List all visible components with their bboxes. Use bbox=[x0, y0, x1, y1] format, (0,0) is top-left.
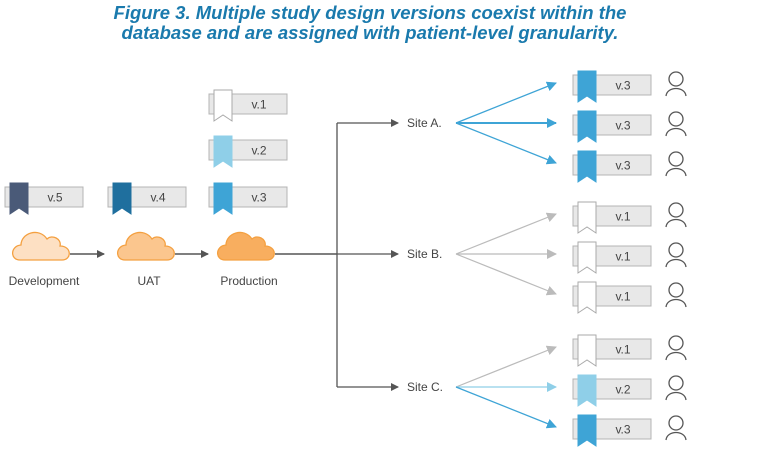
version-tag-development: v.5 bbox=[4, 182, 84, 215]
patient-version-tag-site1-2: v.1 bbox=[572, 281, 652, 314]
person-icon-site0-0 bbox=[665, 71, 687, 97]
env-label-production: Production bbox=[220, 274, 277, 288]
bookmark-icon bbox=[577, 281, 597, 314]
person-body bbox=[665, 431, 687, 441]
production-version-tag-2: v.2 bbox=[208, 135, 288, 168]
version-label: v.3 bbox=[615, 119, 630, 133]
figure-title: Figure 3. Multiple study design versions… bbox=[0, 3, 740, 43]
patient-version-tag-site2-0: v.1 bbox=[572, 334, 652, 367]
person-body bbox=[665, 167, 687, 177]
version-tag-uat: v.4 bbox=[107, 182, 187, 215]
bookmark-icon bbox=[112, 182, 132, 215]
version-label: v.1 bbox=[615, 210, 630, 224]
figure-title-line-2: database and are assigned with patient-l… bbox=[121, 22, 619, 43]
bookmark-icon bbox=[577, 414, 597, 447]
version-label: v.1 bbox=[615, 250, 630, 264]
bookmark-icon bbox=[577, 70, 597, 103]
patient-arrow-site2-2 bbox=[455, 386, 557, 429]
person-icon-site0-2 bbox=[665, 151, 687, 177]
version-tag-production: v.3 bbox=[208, 182, 288, 215]
patient-arrow-site1-0 bbox=[455, 212, 557, 255]
person-icon-site1-2 bbox=[665, 282, 687, 308]
bookmark-icon bbox=[577, 334, 597, 367]
person-icon-site2-2 bbox=[665, 415, 687, 441]
version-label: v.3 bbox=[251, 191, 266, 205]
person-body bbox=[665, 87, 687, 97]
patient-arrow-site0-0 bbox=[455, 81, 557, 124]
person-icon-site2-1 bbox=[665, 375, 687, 401]
patient-arrow-site0-2 bbox=[455, 122, 557, 165]
person-body bbox=[665, 351, 687, 361]
person-head bbox=[668, 415, 684, 431]
version-label: v.3 bbox=[615, 423, 630, 437]
env-label-uat: UAT bbox=[137, 274, 161, 288]
bookmark-icon bbox=[577, 374, 597, 407]
patient-version-tag-site1-1: v.1 bbox=[572, 241, 652, 274]
site-label-0: Site A. bbox=[407, 116, 442, 130]
person-head bbox=[668, 242, 684, 258]
person-head bbox=[668, 111, 684, 127]
person-icon-site1-0 bbox=[665, 202, 687, 228]
person-head bbox=[668, 71, 684, 87]
production-version-tag-1: v.1 bbox=[208, 89, 288, 122]
bookmark-icon bbox=[213, 135, 233, 168]
version-label: v.1 bbox=[615, 290, 630, 304]
patient-version-tag-site0-1: v.3 bbox=[572, 110, 652, 143]
person-body bbox=[665, 127, 687, 137]
version-label: v.1 bbox=[251, 98, 266, 112]
patient-version-tag-site2-1: v.2 bbox=[572, 374, 652, 407]
version-label: v.2 bbox=[615, 383, 630, 397]
cloud-icon-production bbox=[216, 231, 275, 261]
person-body bbox=[665, 391, 687, 401]
site-label-2: Site C. bbox=[407, 380, 443, 394]
cloud-icon-development bbox=[11, 231, 70, 261]
patient-version-tag-site1-0: v.1 bbox=[572, 201, 652, 234]
bookmark-icon bbox=[577, 241, 597, 274]
patient-version-tag-site2-2: v.3 bbox=[572, 414, 652, 447]
site-label-1: Site B. bbox=[407, 247, 442, 261]
bookmark-icon bbox=[9, 182, 29, 215]
patient-arrow-site1-2 bbox=[455, 253, 557, 296]
person-head bbox=[668, 282, 684, 298]
version-label: v.5 bbox=[47, 191, 62, 205]
patient-arrow-site2-0 bbox=[455, 345, 557, 388]
person-head bbox=[668, 202, 684, 218]
version-label: v.4 bbox=[150, 191, 165, 205]
version-label: v.1 bbox=[615, 343, 630, 357]
version-label: v.2 bbox=[251, 144, 266, 158]
person-body bbox=[665, 218, 687, 228]
patient-version-tag-site0-0: v.3 bbox=[572, 70, 652, 103]
bookmark-icon bbox=[213, 89, 233, 122]
bookmark-icon bbox=[213, 182, 233, 215]
person-icon-site1-1 bbox=[665, 242, 687, 268]
bookmark-icon bbox=[577, 201, 597, 234]
person-body bbox=[665, 258, 687, 268]
version-label: v.3 bbox=[615, 159, 630, 173]
figure-title-line-1: Figure 3. Multiple study design versions… bbox=[113, 2, 627, 23]
bookmark-icon bbox=[577, 150, 597, 183]
person-icon-site2-0 bbox=[665, 335, 687, 361]
person-body bbox=[665, 298, 687, 308]
patient-version-tag-site0-2: v.3 bbox=[572, 150, 652, 183]
person-head bbox=[668, 335, 684, 351]
person-head bbox=[668, 151, 684, 167]
person-icon-site0-1 bbox=[665, 111, 687, 137]
version-label: v.3 bbox=[615, 79, 630, 93]
bookmark-icon bbox=[577, 110, 597, 143]
env-label-development: Development bbox=[9, 274, 80, 288]
cloud-icon-uat bbox=[116, 231, 175, 261]
person-head bbox=[668, 375, 684, 391]
